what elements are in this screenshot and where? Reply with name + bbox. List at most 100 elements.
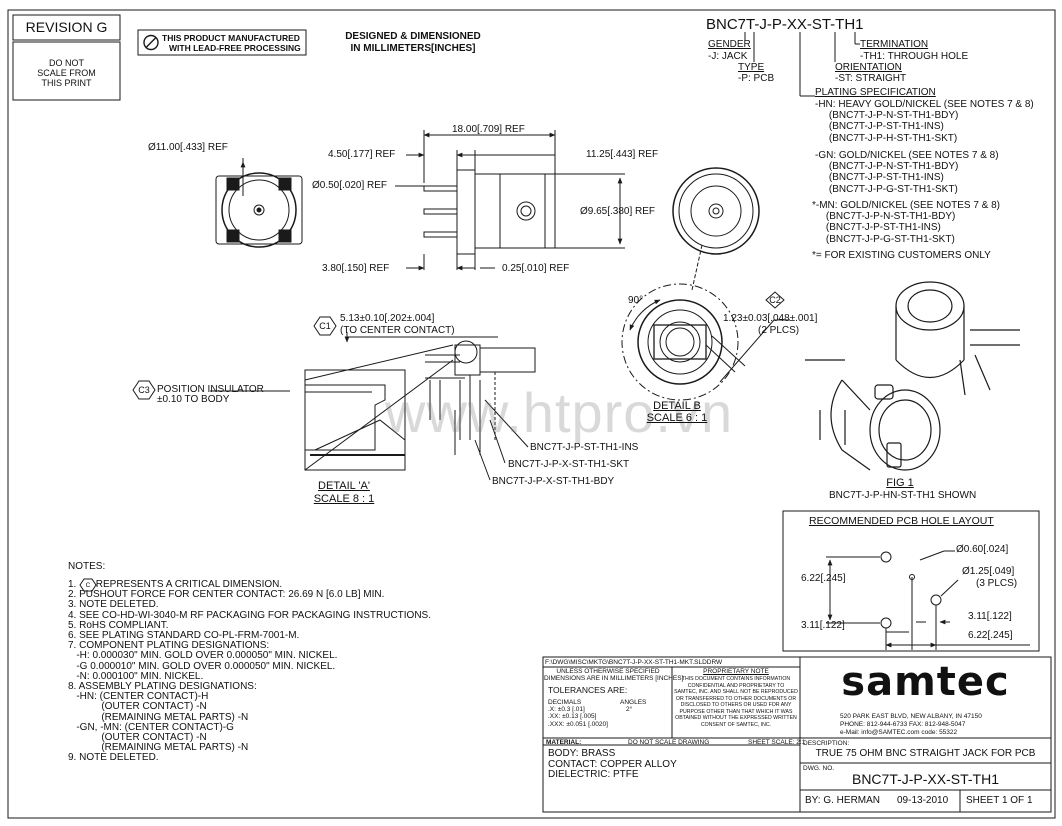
lead-free-line1: THIS PRODUCT MANUFACTURED <box>162 33 300 43</box>
callout-ins: BNC7T-J-P-ST-TH1-INS <box>530 442 639 453</box>
callout-bdy: BNC7T-J-P-X-ST-TH1-BDY <box>492 476 615 487</box>
c3-label: C3 <box>138 385 150 395</box>
fig1-caption: BNC7T-J-P-HN-ST-TH1 SHOWN <box>829 490 977 501</box>
c3-text-line2: ±0.10 TO BODY <box>157 394 230 405</box>
side-view <box>395 130 625 271</box>
angles-label: ANGLES <box>620 699 647 706</box>
decimals-values: .X: ±0.3 [.01] .XX: ±0.13 [.005] .XXX: ±… <box>548 706 608 728</box>
plating-label: PLATING SPECIFICATION <box>815 87 936 98</box>
plating-mn: *-MN: GOLD/NICKEL (SEE NOTES 7 & 8) (BNC… <box>812 200 1001 245</box>
detail-b-view <box>621 283 790 401</box>
dim-length-18: 18.00[.709] REF <box>452 124 525 135</box>
dim-3-80: 3.80[.150] REF <box>322 263 390 274</box>
orientation-value: -ST: STRAIGHT <box>835 73 907 84</box>
lead-free-box <box>137 29 307 56</box>
watermark: www.htpro.vn <box>385 381 734 444</box>
drawing-date: 09-13-2010 <box>897 795 949 806</box>
sheet-number: SHEET 1 OF 1 <box>966 795 1033 806</box>
samtec-logo: samtec <box>841 659 1010 705</box>
detail-b-scale: SCALE 6 : 1 <box>646 412 708 424</box>
lead-free-icon <box>143 34 159 51</box>
tolerances-label: TOLERANCES ARE: <box>548 685 628 695</box>
dim-diameter-9-65: Ø9.65[.380] REF <box>580 206 656 217</box>
callout-skt: BNC7T-J-P-X-ST-TH1-SKT <box>508 459 630 470</box>
front-view <box>215 158 303 248</box>
company-address: 520 PARK EAST BLVD, NEW ALBANY, IN 47150 <box>840 713 982 720</box>
gender-value: -J: JACK <box>708 51 748 62</box>
description-value: TRUE 75 OHM BNC STRAIGHT JACK FOR PCB <box>815 748 1036 759</box>
type-value: -P: PCB <box>738 73 775 84</box>
proprietary-text: THIS DOCUMENT CONTAINS INFORMATION CONFI… <box>674 676 798 728</box>
dim-0-25: 0.25[.010] REF <box>502 263 570 274</box>
type-label: TYPE <box>738 62 765 73</box>
revision-label: REVISION G <box>25 19 108 35</box>
detail-a-scale: SCALE 8 : 1 <box>313 493 375 505</box>
fig1-title: FIG 1 <box>886 477 914 489</box>
termination-value: -TH1: THROUGH HOLE <box>860 51 969 62</box>
detail-a-title: DETAIL 'A' <box>318 480 370 492</box>
detail-a-view <box>210 332 536 481</box>
dwg-no-label: DWG. NO. <box>803 765 835 772</box>
unless-specified: UNLESS OTHERWISE SPECIFIED DIMENSIONS AR… <box>544 668 684 683</box>
sheet-scale: SHEET SCALE: 2:1 <box>748 739 806 746</box>
notes-title: NOTES: <box>68 561 106 572</box>
c2-dim-line1: 1.23±0.03[.048±.001] <box>723 313 818 324</box>
pcb-dim-horizontal-3-11: 3.11[.122] <box>968 611 1012 622</box>
pcb-layout-box <box>782 510 1040 652</box>
pcb-dim-vertical-6-22: 6.22[.245] <box>801 573 846 584</box>
notes-list: 1. REPRESENTS A CRITICAL DIMENSION. 2. P… <box>68 579 432 764</box>
note1-marker-label: C <box>85 582 91 589</box>
dim-diameter-11: Ø11.00[.433] REF <box>148 142 228 153</box>
company-email: e-Mail: info@SAMTEC.com code: 55322 <box>840 729 958 736</box>
c1-marker <box>313 316 337 336</box>
do-not-scale-box <box>12 41 121 101</box>
fig1-view <box>805 281 1020 471</box>
title-block-lines <box>542 656 1052 813</box>
proprietary-title: PROPRIETARY NOTE <box>703 668 769 675</box>
gender-label: GENDER <box>708 39 751 50</box>
plating-gn: -GN: GOLD/NICKEL (SEE NOTES 7 & 8) (BNC7… <box>815 150 999 195</box>
c1-label: C1 <box>319 321 331 331</box>
dwg-no-value: BNC7T-J-P-XX-ST-TH1 <box>851 771 999 787</box>
units-note-line2: IN MILLIMETERS[INCHES] <box>350 43 476 54</box>
materials-list: BODY: BRASS CONTACT: COPPER ALLOY DIELEC… <box>548 748 677 780</box>
plating-hn: -HN: HEAVY GOLD/NICKEL (SEE NOTES 7 & 8)… <box>815 99 1034 144</box>
detail-b-title: DETAIL B <box>653 400 701 412</box>
part-code-title: BNC7T-J-P-XX-ST-TH1 <box>706 16 864 33</box>
existing-customers-note: *= FOR EXISTING CUSTOMERS ONLY <box>812 250 991 261</box>
c3-marker <box>132 380 156 400</box>
pcb-layout-drawing <box>826 550 1030 650</box>
angles-value: 2° <box>626 706 633 713</box>
drawn-by: BY: G. HERMAN <box>805 795 881 806</box>
dim-diameter-0-50: Ø0.50[.020] REF <box>312 180 388 191</box>
lead-free-line2: WITH LEAD-FREE PROCESSING <box>169 43 301 53</box>
pcb-dim-horizontal-6-22: 6.22[.245] <box>968 630 1013 641</box>
file-path: F:\DWG\MISC\MKTG\BNC7T-J-P-XX-ST-TH1-MKT… <box>545 659 723 666</box>
rear-view <box>672 167 760 291</box>
decimals-label: DECIMALS <box>548 699 582 706</box>
sheet-border <box>7 9 1056 819</box>
do-not-scale-drawing: DO NOT SCALE DRAWING <box>628 739 710 746</box>
pcb-dim-vertical-3-11: 3.11[.122] <box>801 620 845 631</box>
units-note-line1: DESIGNED & DIMENSIONED <box>345 31 481 42</box>
c2-dim-line2: (2 PLCS) <box>758 325 800 336</box>
c1-dim-line2: (TO CENTER CONTACT) <box>340 325 455 336</box>
pcb-layout-title: RECOMMENDED PCB HOLE LAYOUT <box>809 515 994 527</box>
pcb-dim-plcs: (3 PLCS) <box>976 578 1018 589</box>
revision-box <box>12 14 121 41</box>
c2-label: C2 <box>769 295 781 305</box>
description-label: DESCRIPTION: <box>803 740 850 747</box>
angle-90: 90° <box>628 295 644 306</box>
do-not-scale-note: DO NOT SCALE FROM THIS PRINT <box>37 58 96 89</box>
orientation-label: ORIENTATION <box>835 62 902 73</box>
c3-text-line1: POSITION INSULATOR <box>157 384 264 395</box>
c1-dim-line1: 5.13±0.10[.202±.004] <box>340 313 435 324</box>
dim-11-25: 11.25[.443] REF <box>586 149 659 160</box>
company-phone: PHONE: 812-944-6733 FAX: 812-948-5047 <box>840 721 966 728</box>
termination-label: TERMINATION <box>860 39 929 50</box>
material-label: MATERIAL: <box>546 739 582 746</box>
pcb-dim-1-25: Ø1.25[.049] <box>962 566 1015 577</box>
pcb-dim-0-60: Ø0.60[.024] <box>956 544 1009 555</box>
